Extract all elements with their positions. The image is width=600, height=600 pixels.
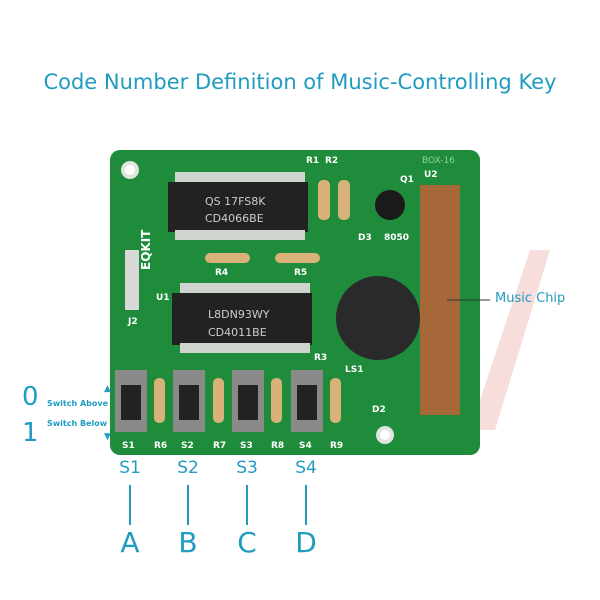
key-c: C	[237, 526, 257, 559]
ic-chip-cd4011: L8DN93WY CD4011BE	[172, 283, 312, 353]
silk-r8: R8	[271, 441, 284, 451]
key-a: A	[120, 526, 140, 559]
slide-switches	[115, 370, 341, 432]
key-d: D	[295, 526, 317, 559]
svg-text:QS 17FS8K: QS 17FS8K	[205, 195, 266, 208]
silk-s4: S4	[299, 441, 312, 451]
silk-u1: U1	[156, 293, 170, 303]
page-title: Code Number Definition of Music-Controll…	[43, 70, 557, 94]
legend-one: 1	[22, 418, 39, 448]
arrow-up-icon: ▲	[104, 384, 111, 394]
switch-label-s3: S3	[236, 458, 258, 478]
legend-switch-above: Switch Above	[47, 399, 108, 408]
key-b: B	[178, 526, 198, 559]
silk-u2: U2	[424, 170, 438, 180]
svg-text:CD4066BE: CD4066BE	[205, 212, 264, 225]
silk-ls1: LS1	[345, 365, 363, 375]
silk-r2: R2	[325, 156, 338, 166]
legend-zero: 0	[22, 382, 39, 412]
silk-s3: S3	[240, 441, 253, 451]
buzzer	[336, 276, 420, 360]
transistor	[375, 190, 405, 220]
silk-r1: R1	[306, 156, 319, 166]
music-chip-callout: Music Chip	[495, 291, 566, 306]
switch-label-s2: S2	[177, 458, 199, 478]
silk-d3: D3	[358, 233, 372, 243]
svg-text:CD4011BE: CD4011BE	[208, 326, 267, 339]
silk-s1: S1	[122, 441, 135, 451]
silk-r6: R6	[154, 441, 167, 451]
silk-d2: D2	[372, 405, 386, 415]
silk-r4: R4	[215, 268, 228, 278]
silk-r3: R3	[314, 353, 327, 363]
switch-label-s1: S1	[119, 458, 141, 478]
silk-8050: 8050	[384, 233, 409, 243]
silk-j2: J2	[127, 317, 138, 327]
header-pins	[125, 250, 139, 310]
silk-s2: S2	[181, 441, 194, 451]
board-brand: EQKIT	[139, 229, 153, 270]
switch-label-s4: S4	[295, 458, 317, 478]
arrow-down-icon: ▼	[104, 432, 111, 442]
silk-r7: R7	[213, 441, 226, 451]
silk-r5: R5	[294, 268, 307, 278]
ic-chip-cd4066: QS 17FS8K CD4066BE	[168, 172, 308, 240]
connector-line	[305, 485, 307, 525]
board-model: BOX-16	[422, 156, 455, 166]
silk-q1: Q1	[400, 175, 414, 185]
legend-switch-below: Switch Below	[47, 419, 108, 428]
connector-line	[187, 485, 189, 525]
silkscreen-labels: R1 R2 Q1 U2 D3 8050 R4 R5 J2 R3 D2 S1 R6…	[122, 156, 438, 451]
connector-line	[129, 485, 131, 525]
connector-line	[246, 485, 248, 525]
svg-text:L8DN93WY: L8DN93WY	[208, 308, 270, 321]
silk-r9: R9	[330, 441, 343, 451]
